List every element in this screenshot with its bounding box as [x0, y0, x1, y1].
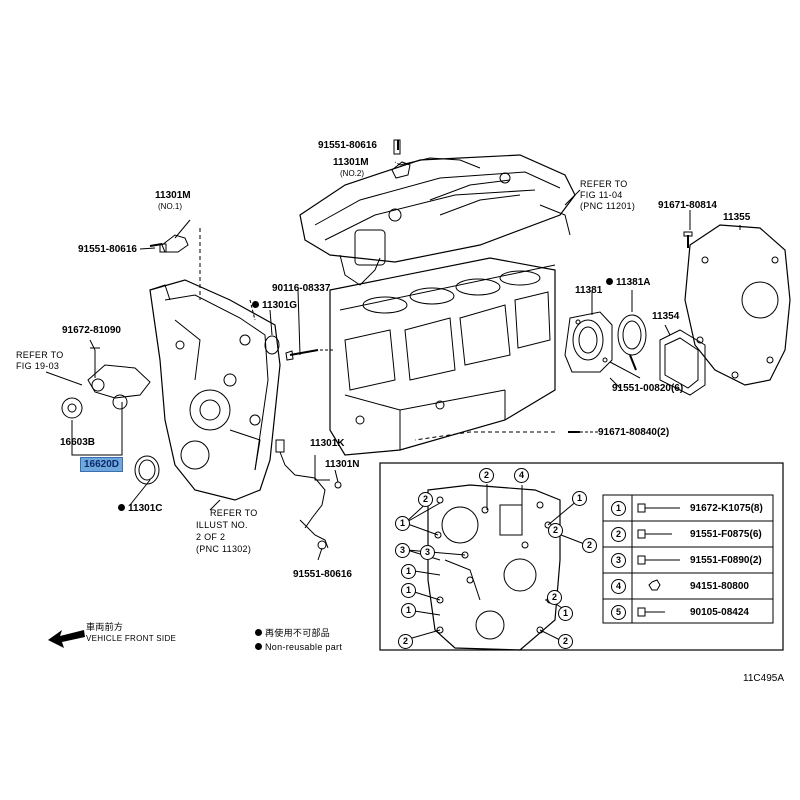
legend-part-5: 90105-08424: [690, 607, 749, 618]
refer-fig-19-03-line1: REFER TO: [16, 350, 64, 360]
legend-part-1: 91672-K1075(8): [690, 503, 763, 514]
part-label-16603b: 16603B: [60, 437, 96, 448]
inset-callout: 2: [398, 634, 413, 649]
inset-callout: 2: [582, 538, 597, 553]
part-label-11301g-text: 11301G: [262, 300, 298, 311]
inset-callout: 2: [548, 523, 563, 538]
refer-fig-11-04-line3: (PNC 11201): [580, 201, 636, 211]
end-plate-drawing: [684, 224, 791, 386]
part-label-11381a: 11381A: [606, 277, 650, 288]
seal-retainer-drawing: [564, 311, 613, 373]
gasket-drawing: [264, 335, 280, 355]
legend-part-4: 94151-80800: [690, 581, 749, 592]
nonreusable-legend-jp: 再使用不可部品: [255, 628, 330, 638]
inset-callout: 4: [514, 468, 529, 483]
inset-callout: 2: [479, 468, 494, 483]
legend-num-2: 2: [611, 527, 626, 542]
part-label-91671-80840: 91671-80840(2): [598, 427, 670, 438]
vehicle-front-label-en: VEHICLE FRONT SIDE: [86, 634, 177, 643]
refer-illust-line3: 2 OF 2: [196, 532, 226, 542]
inset-callout: 3: [395, 543, 410, 558]
inset-callout: 1: [558, 606, 573, 621]
part-label-11354: 11354: [652, 311, 680, 322]
part-label-11301c-text: 11301C: [128, 503, 163, 514]
bolt-icon-2: [637, 529, 672, 539]
vehicle-front-arrow: [48, 630, 85, 648]
part-label-11301m-no1: 11301M: [155, 190, 191, 201]
part-label-16620d-highlighted[interactable]: 16620D: [80, 457, 124, 472]
legend-frame: [602, 494, 774, 624]
refer-fig-11-04-line1: REFER TO: [580, 179, 628, 189]
cam-sensor-drawing: [159, 139, 411, 253]
nonreusable-legend-en-text: Non-reusable part: [265, 642, 343, 652]
bolt-icon-5: [637, 607, 665, 617]
part-label-91551-80616-top: 91551-80616: [318, 140, 377, 151]
refer-fig-11-04-line2: FIG 11-04: [580, 190, 623, 200]
inset-frame: [379, 462, 784, 651]
part-label-11355: 11355: [723, 212, 751, 223]
inset-callout: 1: [395, 516, 410, 531]
tensioner-drawing: [61, 347, 151, 419]
legend-num-1: 1: [611, 501, 626, 516]
nut-icon-4: [648, 579, 661, 591]
inset-callout: 1: [401, 583, 416, 598]
inset-callout: 1: [401, 564, 416, 579]
nonreusable-legend-en: Non-reusable part: [255, 642, 342, 652]
legend-part-2: 91551-F0875(6): [690, 529, 762, 540]
nonreusable-legend-jp-text: 再使用不可部品: [265, 628, 331, 638]
part-label-11301g: 11301G: [252, 300, 297, 311]
cylinder-head-cover-drawing: [299, 154, 576, 286]
legend-num-5: 5: [611, 605, 626, 620]
part-label-91551-80616-left: 91551-80616: [78, 244, 137, 255]
inset-timing-cover-drawing: [427, 484, 561, 651]
legend-num-3: 3: [611, 553, 626, 568]
inset-callout: 3: [420, 545, 435, 560]
bolt-icon-3: [637, 555, 680, 565]
part-label-91671-80814: 91671-80814: [658, 200, 717, 211]
timing-cover-drawing: [149, 279, 281, 501]
wire-harness-drawing: [275, 439, 342, 550]
part-label-11301c: 11301C: [118, 503, 162, 514]
refer-illust-line4: (PNC 11302): [196, 544, 252, 554]
part-label-11301k: 11301K: [310, 438, 345, 449]
part-label-91672-81090: 91672-81090: [62, 325, 121, 336]
bolt-icon-1: [637, 503, 680, 513]
part-label-90116-08337: 90116-08337: [272, 283, 331, 294]
part-label-91551-00820: 91551-00820(6): [612, 383, 684, 394]
figure-code: 11C495A: [743, 673, 784, 684]
nonreusable-dot-icon: [255, 629, 262, 636]
cylinder-block-drawing: [329, 257, 556, 456]
refer-illust-line1: REFER TO: [210, 508, 258, 518]
part-label-11301m-no2-sub: (NO.2): [340, 169, 364, 178]
part-label-11381a-text: 11381A: [616, 277, 651, 288]
inset-callout: 2: [547, 590, 562, 605]
inset-callout: 2: [418, 492, 433, 507]
refer-fig-19-03-line2: FIG 19-03: [16, 361, 60, 371]
nonreusable-dot-icon-2: [255, 643, 262, 650]
legend-part-3: 91551-F0890(2): [690, 555, 762, 566]
part-label-11381: 11381: [575, 285, 603, 296]
inset-callout: 1: [572, 491, 587, 506]
inset-callout: 2: [558, 634, 573, 649]
part-label-11301m-no1-sub: (NO.1): [158, 202, 182, 211]
part-label-11301m-no2: 11301M: [333, 157, 369, 168]
refer-illust-line2: ILLUST NO.: [196, 520, 248, 530]
vehicle-front-label-jp: 車両前方: [86, 622, 124, 632]
part-label-91551-80616-bottom: 91551-80616: [293, 569, 352, 580]
part-label-11301n: 11301N: [325, 459, 360, 470]
inset-callout: 1: [401, 603, 416, 618]
legend-num-4: 4: [611, 579, 626, 594]
